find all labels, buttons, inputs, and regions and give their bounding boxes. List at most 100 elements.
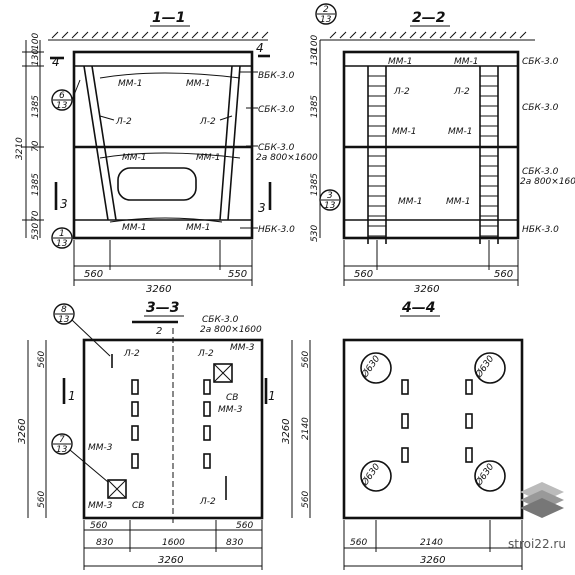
block2-low2: 2а 800×1600 xyxy=(520,177,575,187)
dim4-v-2140: 2140 xyxy=(301,417,311,440)
label3-mm3-d: ММ-3 xyxy=(88,501,113,511)
block-low: СБК-3.0 xyxy=(258,143,295,153)
ref-circle-7-13: 7 13 xyxy=(51,433,73,455)
label-mm1-e: ММ-1 xyxy=(122,223,147,233)
svg-text:Ø630: Ø630 xyxy=(359,353,383,380)
slots-right xyxy=(203,379,211,469)
dim2-v-530: 530 xyxy=(310,225,320,242)
section-2-2: 2—2 ММ-1 ММ-1 ММ-1 ММ-1 ММ-1 ММ-1 Л-2 Л-… xyxy=(310,3,575,295)
ref-circle-6-13: 6 13 xyxy=(51,89,73,111)
dim-v-530: 530 xyxy=(31,223,41,240)
dim2-h-3260: 3260 xyxy=(414,284,439,295)
hole-top-right: Ø630 xyxy=(473,352,506,384)
dim3-h-830-c: 830 xyxy=(226,538,243,548)
ref-circle-1-13: 1 13 xyxy=(51,227,73,249)
ladder-right xyxy=(479,66,499,244)
label3-cb-a: СВ xyxy=(226,393,238,403)
block3-top: СБК-3.0 xyxy=(202,315,239,325)
dim2-h-560-left: 560 xyxy=(354,269,373,280)
svg-text:13: 13 xyxy=(56,239,68,249)
ref-circle-8-13: 8 13 xyxy=(53,303,75,325)
dim4-v-560-top: 560 xyxy=(301,351,311,368)
dim4-h-560: 560 xyxy=(350,538,367,548)
section-1-1-title: 1—1 xyxy=(152,10,185,26)
section-4-4: 4—4 Ø630 Ø630 Ø630 Ø630 xyxy=(281,300,524,570)
svg-text:Ø630: Ø630 xyxy=(473,461,497,488)
label3-l2-a: Л-2 xyxy=(123,349,140,359)
block2-top: СБК-3.0 xyxy=(522,57,559,67)
side-mark-left: 1 xyxy=(68,389,76,403)
label2-mm1-a: ММ-1 xyxy=(388,57,413,67)
label3-mm3-b: ММ-3 xyxy=(218,405,243,415)
hole-top-left: Ø630 xyxy=(359,352,392,384)
dim-h-550: 550 xyxy=(228,269,247,280)
cut-mark-3-left: 3 xyxy=(60,197,68,211)
ground-hatch xyxy=(51,31,269,39)
dim3-v-3260: 3260 xyxy=(17,419,28,444)
label3-l2-b: Л-2 xyxy=(197,349,214,359)
dim4-v-3260: 3260 xyxy=(281,419,292,444)
dim-v-70-b: 70 xyxy=(31,210,41,222)
block2-mid: СБК-3.0 xyxy=(522,103,559,113)
svg-text:Ø630: Ø630 xyxy=(473,353,497,380)
ladder-left xyxy=(367,66,387,244)
svg-text:13: 13 xyxy=(324,201,336,211)
dim-v-130: 130 xyxy=(31,49,41,66)
label-mm1-f: ММ-1 xyxy=(186,223,211,233)
cut-mark-3-right: 3 xyxy=(258,201,266,215)
svg-text:Ø630: Ø630 xyxy=(359,461,383,488)
hole-bottom-left: Ø630 xyxy=(359,460,392,492)
label3-mm3-a: ММ-3 xyxy=(230,343,255,353)
dim3-h-560-right: 560 xyxy=(236,521,253,531)
dim3-v-560-bottom: 560 xyxy=(37,491,47,508)
section-3-3-title: 3—3 xyxy=(146,300,179,316)
watermark-logo xyxy=(520,482,564,518)
ref-circle-3-13: 3 13 xyxy=(319,189,341,211)
slots-4-right xyxy=(465,379,473,463)
hole-bottom-right: Ø630 xyxy=(473,460,506,492)
dim2-v-100: 100 xyxy=(310,35,320,52)
dim2-v-1385-a: 1385 xyxy=(310,95,320,118)
label3-cb-b: СВ xyxy=(132,501,144,511)
dim3-h-3260: 3260 xyxy=(158,555,183,566)
cut-mark-2: 2 xyxy=(156,326,162,337)
watermark: stroi22.ru xyxy=(508,482,566,551)
section-2-2-title: 2—2 xyxy=(412,10,445,26)
dim-v-70-a: 70 xyxy=(31,140,41,152)
svg-text:13: 13 xyxy=(56,445,68,455)
svg-text:13: 13 xyxy=(320,15,332,25)
label-mm1-c: ММ-1 xyxy=(122,153,147,163)
label2-mm1-d: ММ-1 xyxy=(448,127,473,137)
section-1-1: 1—1 ММ-1 ММ-1 ММ-1 ММ-1 ММ-1 ММ-1 Л-2 Л-… xyxy=(15,10,318,295)
dim-v-1385-a: 1385 xyxy=(31,95,41,118)
dim-v-1385-b: 1385 xyxy=(31,173,41,196)
ground-hatch-2 xyxy=(329,31,527,39)
block2-low: СБК-3.0 xyxy=(522,167,559,177)
block-bottom: НБК-3.0 xyxy=(258,225,295,235)
svg-text:8: 8 xyxy=(61,305,67,315)
cut-mark-4-right: 4 xyxy=(256,41,264,55)
svg-text:6: 6 xyxy=(59,91,65,101)
label2-l2-b: Л-2 xyxy=(453,87,470,97)
svg-text:7: 7 xyxy=(59,435,65,445)
dim-v-100: 100 xyxy=(31,33,41,50)
dim4-h-3260: 3260 xyxy=(420,555,445,566)
svg-text:13: 13 xyxy=(56,101,68,111)
dim3-v-560-top: 560 xyxy=(37,351,47,368)
svg-text:3: 3 xyxy=(327,191,333,201)
dim2-v-130: 130 xyxy=(310,49,320,66)
dim3-h-830-a: 830 xyxy=(96,538,113,548)
label2-l2-a: Л-2 xyxy=(393,87,410,97)
label-l2-a: Л-2 xyxy=(115,117,132,127)
label2-mm1-c: ММ-1 xyxy=(392,127,417,137)
section-4-4-title: 4—4 xyxy=(401,300,435,316)
label2-mm1-b: ММ-1 xyxy=(454,57,479,67)
label3-l2-c: Л-2 xyxy=(199,497,216,507)
label-l2-b: Л-2 xyxy=(199,117,216,127)
label-mm1-a: ММ-1 xyxy=(118,79,143,89)
svg-text:2: 2 xyxy=(323,5,329,15)
dim-h-560: 560 xyxy=(84,269,103,280)
label-mm1-d: ММ-1 xyxy=(196,153,221,163)
section-3-3: 3—3 2 СБК-3.0 2а 800×1600 Л-2 Л-2 Л xyxy=(17,300,276,570)
